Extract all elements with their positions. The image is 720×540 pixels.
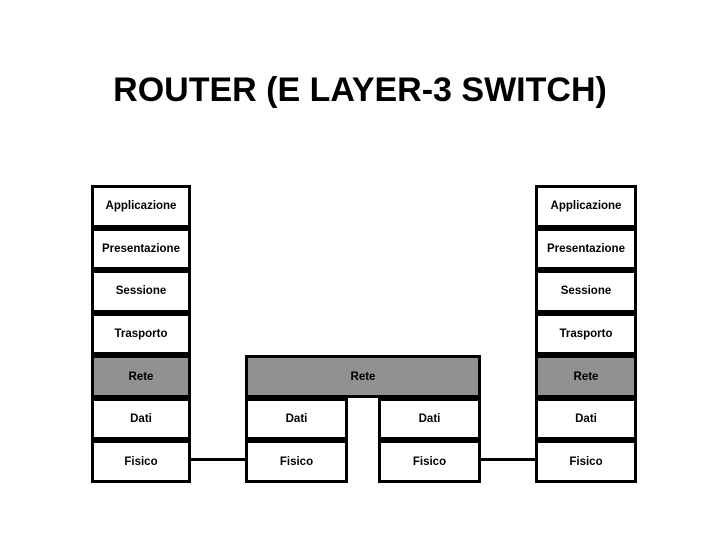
right-layer-applicazione: Applicazione — [535, 185, 637, 228]
left-layer-trasporto: Trasporto — [91, 312, 191, 356]
right-layer-sessione: Sessione — [535, 270, 637, 313]
left-layer-fisico: Fisico — [91, 440, 191, 483]
router-left-layer-dati: Dati — [245, 397, 348, 441]
right-host-stack: Applicazione Presentazione Sessione Tras… — [535, 185, 637, 483]
router-right-layer-fisico: Fisico — [378, 440, 481, 484]
link-router-to-right-host — [478, 458, 538, 461]
router-right-interface: Dati Fisico — [378, 397, 481, 484]
link-left-host-to-router — [191, 458, 248, 461]
left-layer-presentazione: Presentazione — [91, 227, 191, 271]
right-layer-trasporto: Trasporto — [535, 312, 637, 356]
left-layer-dati: Dati — [91, 397, 191, 441]
router-left-layer-fisico: Fisico — [245, 440, 348, 484]
right-layer-presentazione: Presentazione — [535, 227, 637, 271]
router-right-layer-dati: Dati — [378, 397, 481, 441]
left-layer-sessione: Sessione — [91, 270, 191, 313]
left-host-stack: Applicazione Presentazione Sessione Tras… — [91, 185, 191, 483]
router-layer-rete: Rete — [245, 355, 481, 398]
router-left-interface: Dati Fisico — [245, 397, 348, 484]
right-layer-rete: Rete — [535, 355, 637, 398]
left-layer-applicazione: Applicazione — [91, 185, 191, 228]
left-layer-rete: Rete — [91, 355, 191, 398]
page-title: ROUTER (E LAYER-3 SWITCH) — [113, 71, 607, 109]
right-layer-fisico: Fisico — [535, 440, 637, 483]
right-layer-dati: Dati — [535, 397, 637, 441]
